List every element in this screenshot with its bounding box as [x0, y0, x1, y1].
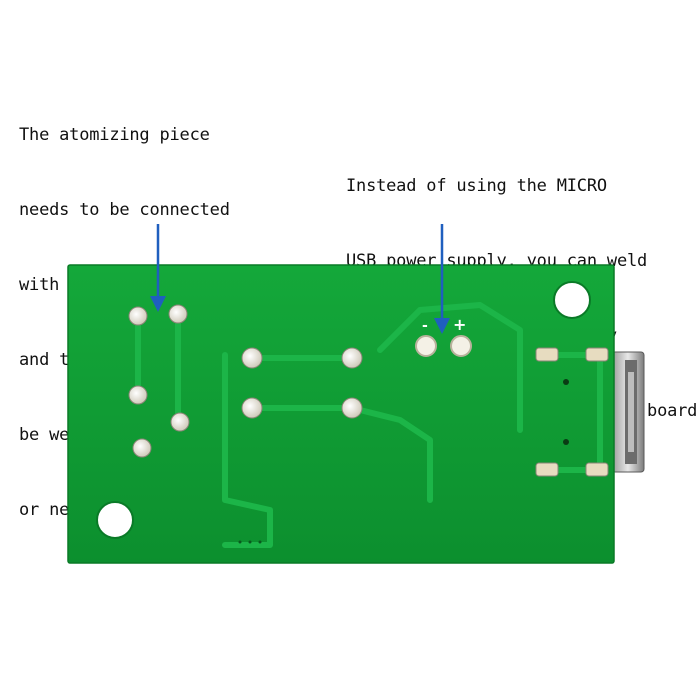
atomizer-solder-pads: [128, 304, 190, 458]
mounting-hole: [553, 281, 591, 319]
component-solder-pads: [241, 347, 363, 419]
micro-usb-connector: [611, 351, 645, 473]
plus-pad-label: +: [453, 315, 466, 334]
atomizer-arrow: [150, 224, 166, 312]
power-solder-points: - +: [415, 315, 472, 357]
usb-pads: [535, 347, 609, 477]
mounting-hole: [96, 501, 134, 539]
pcb-traces: [135, 302, 603, 548]
atomizer-annotation-line: needs to be connected: [19, 200, 230, 220]
power-annotation-line: Instead of using the MICRO: [346, 176, 607, 196]
vias: [238, 540, 262, 544]
atomizer-annotation-line: The atomizing piece: [19, 125, 210, 145]
minus-pad-label: -: [422, 318, 428, 334]
power-arrow: [434, 224, 450, 334]
pcb-board: [67, 264, 615, 564]
